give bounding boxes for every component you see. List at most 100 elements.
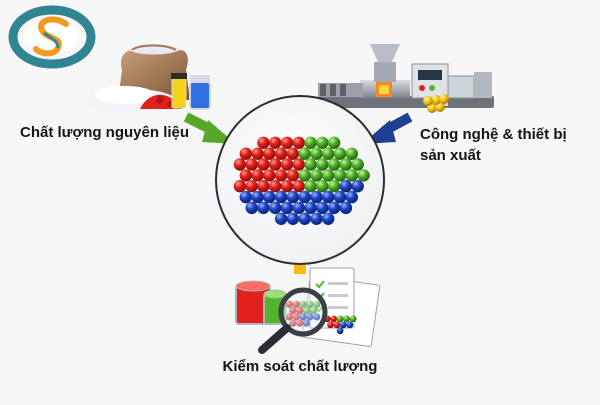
bead — [316, 136, 329, 149]
bead — [310, 212, 323, 225]
bead — [257, 201, 270, 215]
bead — [292, 201, 305, 215]
bead — [245, 158, 258, 171]
bead — [280, 180, 294, 193]
bead — [269, 136, 282, 149]
bead — [251, 169, 264, 182]
bead — [286, 147, 300, 160]
bead — [346, 321, 354, 329]
bead — [322, 169, 335, 182]
bead — [239, 169, 252, 182]
bead — [263, 147, 276, 160]
bead — [302, 319, 311, 327]
bead — [269, 201, 282, 215]
bead — [286, 212, 300, 225]
bead — [233, 158, 247, 171]
bead — [269, 180, 282, 193]
bead — [285, 300, 293, 308]
bead — [339, 180, 353, 193]
bead — [304, 201, 317, 215]
bead — [233, 180, 247, 193]
sample-beads — [285, 300, 357, 335]
bead — [280, 201, 294, 215]
bead — [345, 190, 358, 204]
bead — [322, 190, 335, 204]
bead — [333, 321, 341, 329]
bead — [304, 158, 317, 171]
magnifier-inspection-icon — [235, 267, 381, 354]
bead — [336, 315, 344, 323]
bead — [274, 212, 288, 225]
bead — [245, 201, 258, 215]
bead — [333, 190, 347, 204]
injection-machine-icon — [318, 44, 494, 113]
bead — [292, 313, 300, 321]
bead — [306, 313, 314, 321]
bead — [322, 212, 335, 225]
bead — [351, 158, 364, 171]
plastic-beads-icon — [233, 136, 370, 225]
bead — [313, 300, 321, 308]
bead — [330, 315, 338, 323]
bead — [327, 136, 341, 149]
bead — [339, 201, 353, 215]
bead — [257, 158, 270, 171]
bead — [274, 190, 288, 204]
bead — [322, 147, 335, 160]
bead — [274, 147, 288, 160]
bead — [351, 180, 364, 193]
bead — [269, 158, 282, 171]
bead — [274, 169, 288, 182]
bead — [310, 169, 323, 182]
bead — [292, 180, 305, 193]
bead — [349, 315, 357, 323]
bead — [298, 190, 311, 204]
bead — [280, 136, 294, 149]
bead — [251, 147, 264, 160]
bead — [257, 136, 270, 149]
bead — [316, 180, 329, 193]
company-logo[interactable] — [8, 5, 96, 69]
bead — [336, 327, 344, 335]
bead — [289, 319, 297, 327]
center-circle — [215, 95, 385, 265]
bead — [316, 201, 329, 215]
bead — [327, 321, 334, 329]
bead — [286, 190, 300, 204]
bead — [339, 158, 353, 171]
bead — [310, 147, 323, 160]
bead — [296, 307, 304, 315]
bead — [310, 190, 323, 204]
bead — [245, 180, 258, 193]
bead — [327, 180, 341, 193]
bead — [263, 169, 276, 182]
bead — [292, 136, 305, 149]
bead — [327, 201, 341, 215]
label-technology: Công nghệ & thiết bị sản xuất — [420, 126, 567, 164]
bead — [316, 158, 329, 171]
bead — [340, 321, 347, 329]
bead — [299, 300, 307, 308]
bead — [257, 180, 270, 193]
bead — [280, 158, 294, 171]
bead — [299, 313, 307, 321]
bead — [285, 313, 293, 321]
bead — [304, 136, 317, 149]
bead — [292, 300, 300, 308]
bead — [327, 158, 341, 171]
bead — [289, 307, 297, 315]
raw-materials-icon — [88, 44, 211, 113]
label-quality-control: Kiểm soát chất lượng — [222, 358, 378, 375]
bead — [345, 147, 358, 160]
bead — [343, 315, 350, 323]
bead — [286, 169, 300, 182]
bead — [357, 169, 370, 182]
bead — [298, 169, 311, 182]
bead — [298, 212, 311, 225]
label-materials: Chất lượng nguyên liệu — [20, 124, 190, 141]
bead — [313, 313, 321, 321]
bead — [333, 169, 347, 182]
bead — [302, 307, 311, 315]
yellow-pellets — [423, 94, 449, 113]
